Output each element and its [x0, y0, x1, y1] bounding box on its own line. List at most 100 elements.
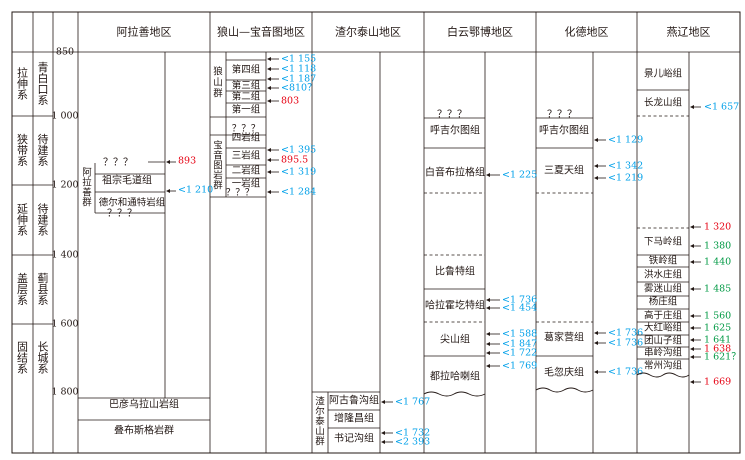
- age-arrow: [486, 173, 490, 177]
- vertical-label-char: 建: [38, 143, 49, 157]
- age-label: <1 219: [608, 173, 643, 184]
- vertical-label-char: 结: [17, 352, 28, 365]
- age-arrow: [594, 331, 598, 335]
- era-label: 待建系: [38, 202, 49, 238]
- vertical-label-char: 系: [38, 94, 49, 107]
- age-label: <1 155: [281, 54, 316, 65]
- cell-label: ？？？: [226, 188, 255, 199]
- vertical-label-char: 系: [17, 225, 28, 238]
- column-header-zhaertai: 渣尔泰山地区: [335, 25, 401, 39]
- cell-label: 三岩组: [232, 150, 261, 162]
- age-label: 893: [178, 156, 196, 167]
- cell-label: 巴彦乌拉山岩组: [109, 398, 179, 411]
- cell-label: ？？？: [103, 158, 133, 169]
- cell-label: 铁岭组: [649, 255, 678, 267]
- age-arrow: [486, 298, 490, 302]
- age-arrow: [381, 400, 385, 404]
- cell-label: 二岩组: [232, 165, 261, 177]
- age-arrow: [486, 342, 490, 346]
- vertical-label-char: 渣: [315, 396, 325, 408]
- cell-label: 一岩组: [232, 178, 261, 190]
- vertical-label-char: 县: [38, 283, 49, 296]
- age-label: 895.5: [281, 155, 308, 166]
- age-arrow: [690, 260, 694, 264]
- column-header-baiyun: 白云鄂博地区: [447, 25, 513, 39]
- age-arrow: [267, 148, 271, 152]
- axis-tick-label: 1 200: [51, 180, 78, 191]
- unconformity-wave: [535, 387, 594, 393]
- age-label: <1 454: [502, 303, 537, 314]
- vertical-label-char: 口: [38, 83, 49, 96]
- unconformity-wave: [423, 391, 486, 397]
- cell-label: 高于庄组: [644, 310, 683, 322]
- vertical-label-char: 图: [213, 161, 223, 172]
- age-arrow: [267, 57, 271, 61]
- column-header-alashan: 阿拉善地区: [117, 25, 172, 39]
- vertical-label-char: 岩: [213, 170, 223, 182]
- vertical-label-char: 白: [38, 71, 49, 85]
- cell-label: ？？？: [437, 110, 467, 121]
- age-arrow: [486, 351, 490, 355]
- cell-label: 毛忽庆组: [544, 366, 584, 379]
- cell-label: 下马岭组: [644, 236, 683, 248]
- age-label: 1 625: [704, 323, 731, 334]
- age-label: 1 440: [704, 257, 731, 268]
- cell-label: 长龙山组: [644, 97, 683, 109]
- vertical-label-char: 群: [213, 88, 223, 100]
- age-label: <810？: [281, 83, 317, 94]
- age-arrow: [594, 164, 598, 168]
- cell-label: 串岭沟组: [644, 347, 683, 359]
- age-label: <1 118: [281, 64, 316, 75]
- age-arrow: [690, 380, 694, 384]
- cell-label: 比鲁特组: [435, 265, 475, 278]
- vertical-label-char: 群: [82, 197, 92, 209]
- age-label: <1 732: [395, 428, 430, 439]
- era-label: 拉伸系: [17, 66, 28, 102]
- vertical-label-char: 层: [17, 283, 28, 296]
- age-label: 1 320: [704, 222, 731, 233]
- age-label: <1 342: [608, 161, 643, 172]
- vertical-label-char: 伸: [17, 214, 28, 227]
- cell-label: 景儿峪组: [644, 68, 683, 80]
- cell-label: 德尔和通特岩组: [99, 197, 166, 209]
- cell-label: 四岩组: [232, 132, 261, 144]
- age-label: <1 769: [502, 361, 537, 372]
- age-label: <1 210: [178, 185, 213, 196]
- vertical-label-char: 长: [38, 341, 49, 354]
- era-label: 延伸系: [17, 203, 28, 238]
- vertical-label-char: 待: [38, 132, 49, 146]
- age-arrow: [690, 347, 694, 351]
- vertical-label-char: 宝: [213, 140, 223, 152]
- cell-label: 哈拉霍圪特组: [425, 299, 485, 312]
- axis-tick-label: 1 000: [51, 111, 78, 122]
- cell-label: ？？？: [107, 209, 137, 220]
- age-label: <1 284: [281, 187, 316, 198]
- axis-tick-label: 1 800: [51, 387, 78, 398]
- cell-label: 第二组: [232, 91, 261, 103]
- age-arrow: [267, 170, 271, 174]
- vertical-label-char: 善: [82, 187, 92, 199]
- age-label: <1 657: [704, 102, 739, 113]
- vertical-label-char: 伸: [17, 78, 28, 91]
- vertical-label-char: 山: [213, 78, 223, 89]
- age-arrow: [486, 306, 490, 310]
- vertical-label-char: 盖: [17, 271, 28, 285]
- cell-label: 祖宗毛道组: [102, 174, 152, 187]
- cell-label: 尖山组: [440, 333, 470, 346]
- age-label: <1 319: [281, 167, 316, 178]
- age-arrow: [267, 86, 271, 90]
- cell-label: 阿古鲁沟组: [329, 394, 379, 407]
- age-label: 1 560: [704, 311, 731, 322]
- vertical-label: 狼山群: [213, 66, 223, 100]
- age-arrow: [267, 99, 271, 103]
- cell-label: 雾迷山组: [644, 283, 683, 295]
- age-label: <1 395: [281, 145, 316, 156]
- column-header-langshan: 狼山—宝音图地区: [217, 25, 305, 39]
- vertical-label-char: 建: [38, 213, 49, 227]
- age-arrow: [486, 332, 490, 336]
- unconformity-wave: [636, 372, 690, 378]
- age-label: <1 722: [502, 348, 537, 359]
- vertical-label-char: 系: [17, 363, 28, 376]
- cell-label: 大红峪组: [644, 322, 683, 334]
